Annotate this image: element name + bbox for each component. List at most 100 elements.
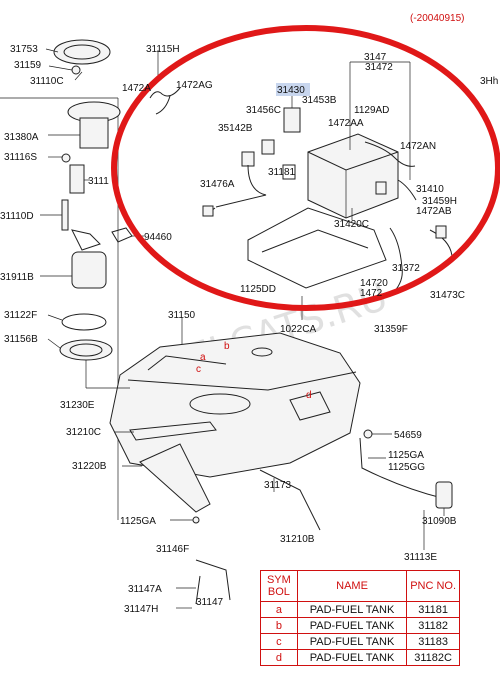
fuel-pump-cover-part xyxy=(53,39,111,65)
date-code: (-20040915) xyxy=(410,13,464,24)
clip-part xyxy=(363,429,373,439)
edge-fragment: 3Hh xyxy=(480,76,498,87)
canister-bracket-edge xyxy=(261,229,369,253)
legend-part-name: PAD-FUEL TANK xyxy=(296,617,408,634)
label-31473c: 31473C xyxy=(430,290,465,301)
label-1472-mid: 1472 xyxy=(360,288,383,299)
fuel-filter-part xyxy=(71,251,107,289)
legend-header-name: NAME xyxy=(296,570,408,602)
legend-part-number[interactable]: 31182 xyxy=(406,617,460,634)
pad-legend-table: SYM BOL NAME PNC NO. a PAD-FUEL TANK 311… xyxy=(260,570,460,666)
label-31753: 31753 xyxy=(10,44,38,55)
strainer-stem-part xyxy=(61,199,69,231)
label-1022ca: 1022CA xyxy=(280,324,316,335)
label-31147: 31147 xyxy=(196,597,224,608)
hose-part xyxy=(155,95,171,115)
label-highlight-box xyxy=(276,83,310,96)
marker-c: c xyxy=(196,364,201,375)
label-31456c: 31456C xyxy=(246,105,281,116)
legend-header-symbol: SYM BOL xyxy=(260,570,298,602)
highlight-circle xyxy=(111,25,500,311)
filler-neck-part xyxy=(435,481,453,509)
tank-pump-opening xyxy=(189,393,251,415)
label-31210c: 31210C xyxy=(66,427,101,438)
canister-part xyxy=(307,133,399,219)
leader-line xyxy=(47,338,61,349)
label-31380a: 31380A xyxy=(4,132,39,143)
label-31110d: 31110D xyxy=(0,211,34,222)
clamp-part xyxy=(435,225,447,239)
tank-valve-port xyxy=(251,347,273,357)
label-31410: 31410 xyxy=(416,184,444,195)
label-31181: 31181 xyxy=(268,167,296,178)
marker-d: d xyxy=(306,390,312,401)
legend-header-pnc: PNC NO. xyxy=(406,570,460,602)
hose-part xyxy=(364,141,416,167)
leader-line xyxy=(48,65,73,71)
legend-row: c PAD-FUEL TANK 31183 xyxy=(260,633,460,650)
label-1472ab: 1472AB xyxy=(416,206,452,217)
label-31146f: 31146F xyxy=(156,544,189,555)
label-3147-top: 3147 xyxy=(364,52,387,63)
label-31430: 31430 xyxy=(277,85,305,96)
label-31122f: 31122F xyxy=(4,310,37,321)
label-1129ad: 1129AD xyxy=(354,105,389,116)
leader-line xyxy=(45,48,59,53)
legend-symbol: d xyxy=(260,649,298,666)
legend-part-name: PAD-FUEL TANK xyxy=(296,649,408,666)
label-31147a: 31147A xyxy=(128,584,162,595)
legend-symbol: a xyxy=(260,601,298,618)
label-31420c: 31420C xyxy=(334,219,369,230)
label-31156b: 31156B xyxy=(4,334,38,345)
legend-part-number[interactable]: 31181 xyxy=(406,601,460,618)
label-31459h: 31459H xyxy=(422,196,457,207)
label-1472aa: 1472AA xyxy=(328,118,364,129)
label-31116s: 31116S xyxy=(4,152,37,163)
legend-symbol: c xyxy=(260,633,298,650)
legend-part-name: PAD-FUEL TANK xyxy=(296,633,408,650)
label-35142b: 35142B xyxy=(218,123,253,134)
marker-a: a xyxy=(200,352,206,363)
legend-symbol: b xyxy=(260,617,298,634)
legend-part-number[interactable]: 31183 xyxy=(406,633,460,650)
label-31159: 31159 xyxy=(14,60,42,71)
tank-pad-d xyxy=(289,391,331,421)
label-1125dd: 1125DD xyxy=(240,284,276,295)
filler-hose-part xyxy=(195,559,231,601)
label-1125ga: 1125GA xyxy=(388,450,424,461)
label-1472a-top: 1472A xyxy=(122,83,151,94)
label-31220b: 31220B xyxy=(72,461,107,472)
valve-part xyxy=(261,139,275,155)
bolt-part xyxy=(192,516,200,524)
label-31173: 31173 xyxy=(264,480,292,491)
canister-bracket-part xyxy=(247,207,387,289)
ring-part xyxy=(61,313,107,331)
legend-part-number[interactable]: 31182C xyxy=(406,649,460,666)
fuel-tank-edge xyxy=(147,355,227,371)
vent-line-part xyxy=(215,164,267,208)
marker-b: b xyxy=(224,341,230,352)
strap-part xyxy=(129,421,217,441)
leader-line xyxy=(74,71,83,81)
label-31472: 31472 xyxy=(365,62,393,73)
label-1472ag: 1472AG xyxy=(176,80,213,91)
label-31372: 31372 xyxy=(392,263,420,274)
label-31150: 31150 xyxy=(168,310,196,321)
hose-part xyxy=(429,229,453,257)
clip-part xyxy=(202,205,214,217)
label-31359f: 31359F xyxy=(374,324,408,335)
gasket-inner xyxy=(69,343,103,357)
fuel-tank-edge xyxy=(127,371,357,391)
pump-motor-part xyxy=(69,164,85,194)
legend-row: d PAD-FUEL TANK 31182C xyxy=(260,649,460,666)
hose-part xyxy=(397,179,417,201)
label-31476a: 31476A xyxy=(200,179,235,190)
fuel-tank-part xyxy=(109,332,361,478)
legend-row: b PAD-FUEL TANK 31182 xyxy=(260,617,460,634)
label-31147h: 31147H xyxy=(124,604,158,615)
fuel-pipe-part xyxy=(359,437,443,499)
label-31110c: 31110C xyxy=(30,76,64,87)
pump-body-part xyxy=(79,117,109,149)
